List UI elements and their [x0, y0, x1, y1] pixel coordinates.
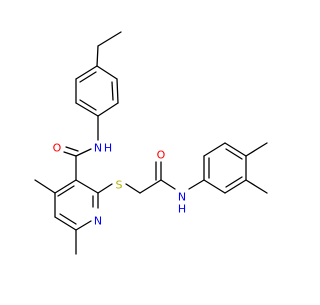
amide-oxygen-label: O — [53, 142, 62, 155]
bond — [57, 185, 75, 197]
bond — [225, 176, 243, 188]
bond — [116, 78, 119, 104]
bond — [75, 102, 99, 117]
bond — [75, 65, 98, 80]
bond — [75, 220, 92, 231]
bond — [160, 179, 176, 190]
acetamide-nitrogen-label: N — [178, 191, 186, 204]
structure-canvas: N H O S O N H N — [34, 31, 268, 255]
bond — [59, 213, 77, 225]
bond — [224, 142, 247, 157]
bond — [63, 151, 77, 157]
bond — [65, 146, 79, 152]
bond — [245, 142, 268, 157]
thioether-sulfur-label: S — [116, 179, 123, 192]
bond — [203, 142, 226, 157]
bond — [111, 81, 114, 101]
bond — [225, 148, 243, 160]
bond — [96, 65, 118, 80]
bond — [34, 179, 56, 194]
atom-labels: N H O S O N H N — [53, 142, 186, 228]
bonds — [34, 31, 268, 255]
bond — [97, 102, 119, 117]
bond — [203, 179, 226, 194]
bond — [54, 216, 77, 231]
bond — [75, 179, 99, 194]
bond — [54, 179, 77, 194]
bond — [79, 71, 97, 83]
acetamide-hydrogen-label: H — [178, 203, 186, 216]
bond — [79, 99, 97, 111]
amide-nitrogen-label: N — [94, 142, 102, 155]
pyridine-nitrogen-label: N — [94, 215, 102, 228]
bond — [97, 31, 122, 47]
amide-hydrogen-label: H — [104, 142, 112, 155]
bond — [125, 183, 141, 194]
bond — [188, 179, 205, 190]
molecule-drawing: N H O S O N H N — [34, 31, 268, 255]
acetamide-oxygen-label: O — [157, 149, 166, 162]
bond — [96, 45, 99, 67]
bond — [97, 183, 113, 194]
bond — [245, 179, 268, 194]
bond — [224, 179, 247, 194]
bond — [75, 148, 92, 157]
bond — [139, 179, 162, 194]
